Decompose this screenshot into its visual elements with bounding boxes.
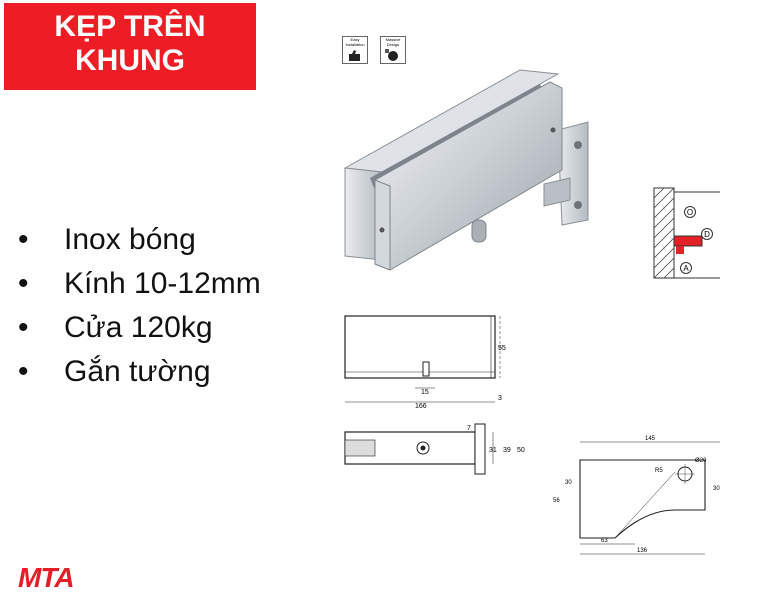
solid-block-icon [385,49,398,61]
dim-55: 55 [498,345,506,352]
dim-hole: Ø20 [695,458,707,464]
feature-list: • Inox bóng • Kính 10-12mm • Cửa 120kg • Gắn… [18,218,261,394]
dim-r5: R5 [655,468,663,474]
bullet-glyph: • [18,267,29,300]
feature-item: • Inox bóng [18,218,261,262]
front-elevation-drawing: 55 15 166 3 [344,315,506,410]
feature-text: Inox bóng [64,223,196,256]
dim-50: 50 [517,447,525,454]
dim-145: 145 [645,436,656,442]
badge-label: Massive Design [385,37,401,47]
feature-item: • Cửa 120kg [18,306,261,350]
dim-56: 56 [553,498,560,504]
plan-view-drawing: 145 R5 Ø20 30 56 30 63 136 [553,436,720,555]
bullet-glyph: • [18,355,29,388]
feature-text: Gắn tường [64,355,211,388]
legend-letter-o: O [687,208,693,217]
massive-design-badge: Massive Design [380,36,406,64]
title-line-1: KẸP TRÊN [54,10,206,43]
feature-item: • Gắn tường [18,350,261,394]
legend-letter-d: D [704,230,710,239]
dim-31: 31 [489,447,497,454]
installation-detail: O D A [653,187,720,279]
dim-136: 136 [637,548,648,554]
dim-166: 166 [415,403,427,410]
dim-3: 3 [498,395,502,402]
dim-15: 15 [421,389,429,396]
product-photo [343,69,589,271]
mta-logo: MTA [18,562,75,593]
dim-30-left: 30 [565,480,572,486]
feature-item: • Kính 10-12mm [18,262,261,306]
dim-7: 7 [467,425,471,432]
title-line-2: KHUNG [75,44,185,77]
legend-letter-a: A [683,264,689,273]
badge-label: Easy Installation [345,37,365,47]
bullet-glyph: • [18,223,29,256]
side-section-drawing: 7 31 39 50 [344,423,525,475]
easy-installation-badge: Easy Installation [342,36,368,64]
dim-30-right: 30 [713,486,720,492]
dim-39: 39 [503,447,511,454]
feature-text: Kính 10-12mm [64,267,261,300]
bullet-glyph: • [18,311,29,344]
dim-63: 63 [601,538,608,544]
hand-thumb-icon [349,50,360,61]
feature-text: Cửa 120kg [64,311,213,344]
title-banner: KẸP TRÊN KHUNG [4,3,256,90]
